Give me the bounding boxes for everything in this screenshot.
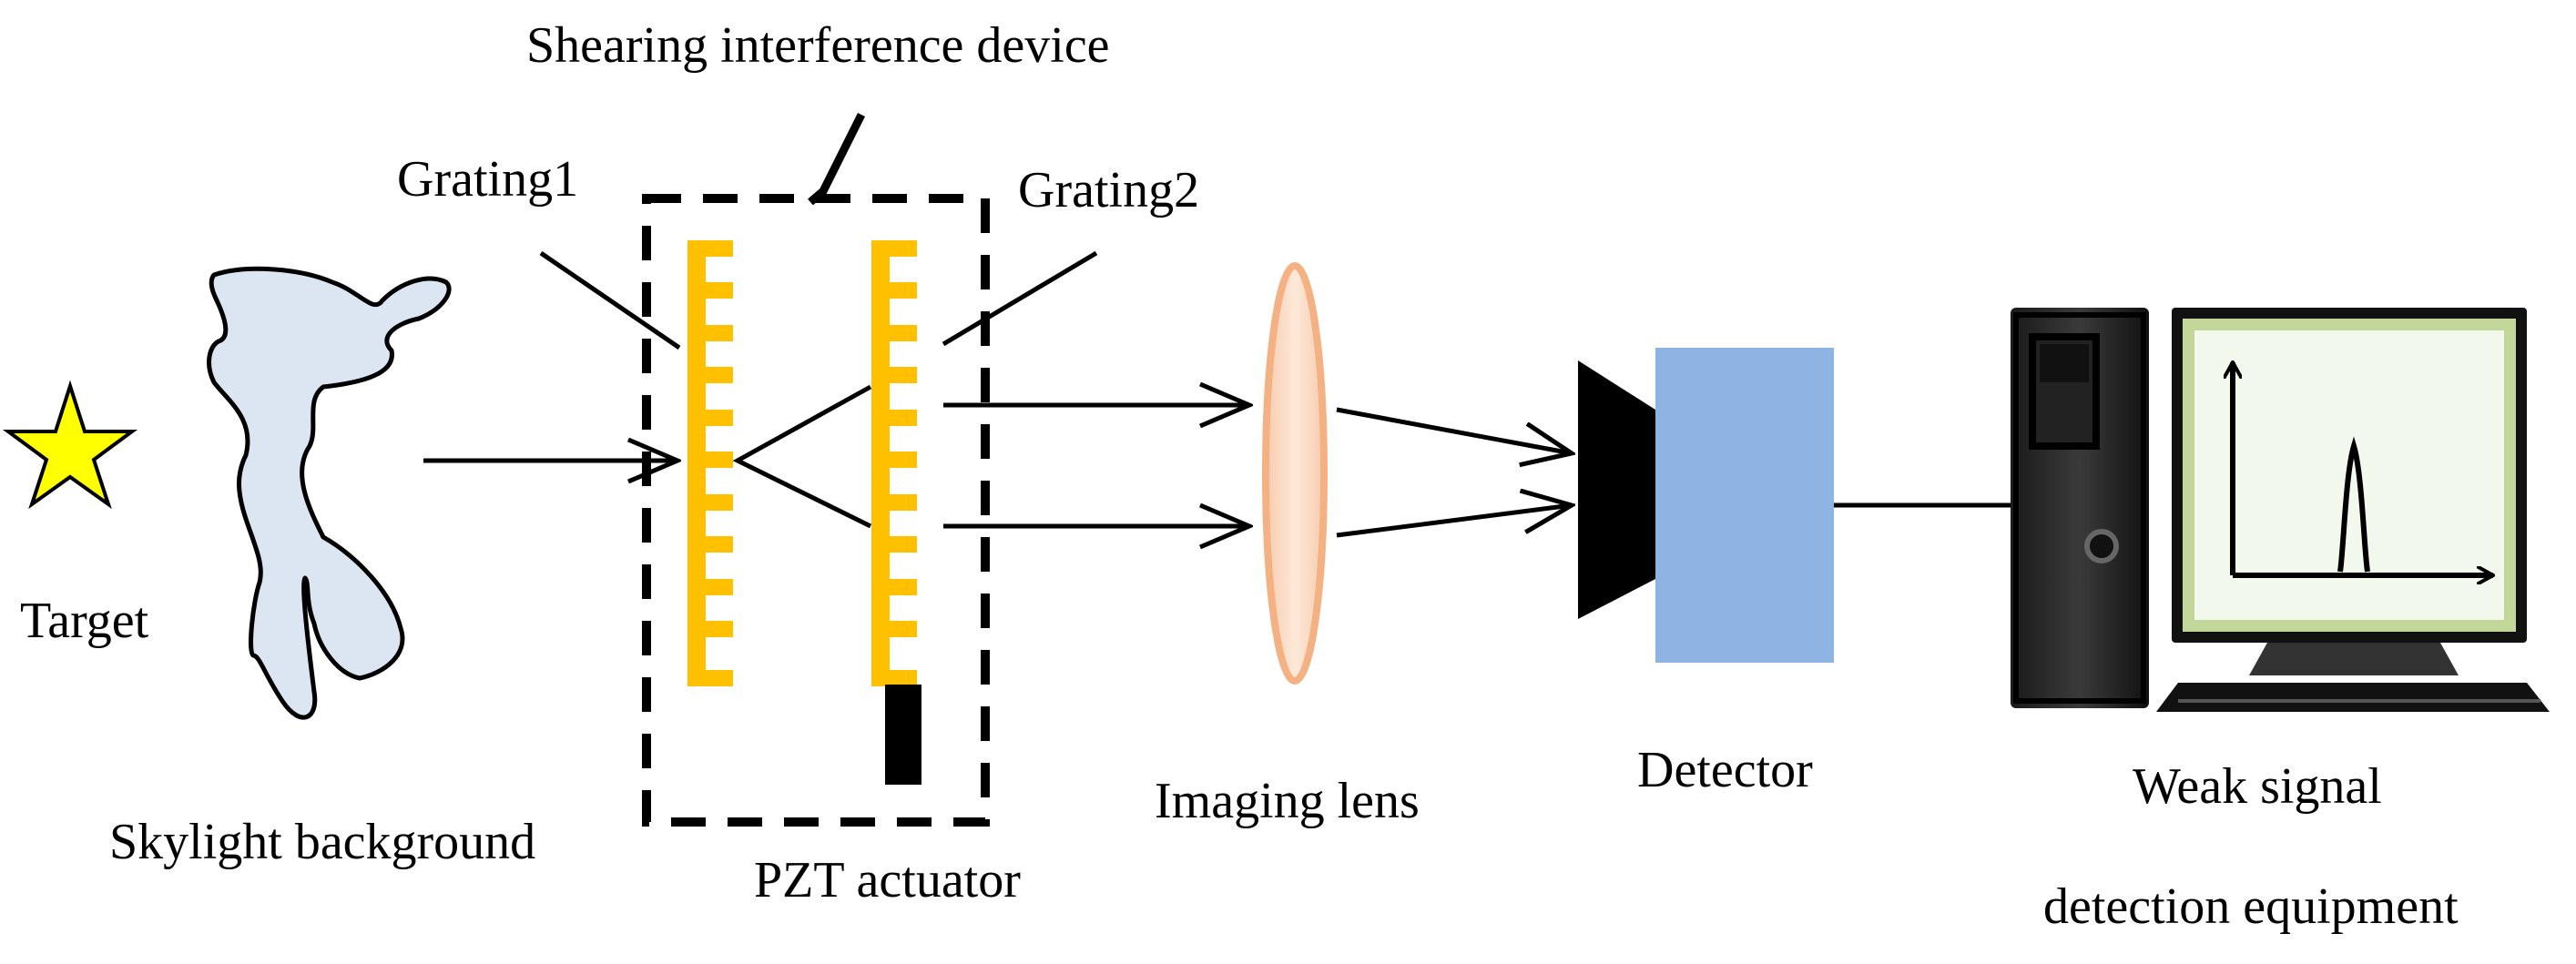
skylight-background-label: Skylight background bbox=[109, 814, 535, 870]
grating2-label: Grating2 bbox=[1018, 162, 1199, 218]
lower-ray-to-detector bbox=[1336, 505, 1572, 538]
monitor-signal-plot bbox=[2233, 362, 2493, 575]
grating1-label: Grating1 bbox=[397, 151, 578, 208]
shearing-device-label: Shearing interference device bbox=[526, 17, 1110, 74]
monitor-icon bbox=[2156, 308, 2550, 712]
split-rays bbox=[732, 384, 872, 529]
computer-tower-icon bbox=[2011, 308, 2149, 708]
imaging-lens bbox=[1262, 262, 1328, 685]
weak-signal-label-line2: detection equipment bbox=[2043, 878, 2459, 935]
grating2-pointer bbox=[942, 250, 1098, 347]
skylight-background-shape bbox=[207, 266, 452, 720]
pzt-actuator-label: PZT actuator bbox=[754, 852, 1021, 908]
target-star-icon bbox=[2, 380, 138, 510]
target-label: Target bbox=[20, 593, 149, 649]
grating1-pointer bbox=[539, 250, 681, 350]
detector-icon bbox=[1578, 348, 1834, 663]
pzt-actuator-block bbox=[885, 685, 921, 785]
weak-signal-label-line1: Weak signal bbox=[2133, 758, 2382, 815]
detector-label: Detector bbox=[1637, 742, 1813, 798]
grating1 bbox=[687, 240, 733, 686]
upper-ray-to-detector bbox=[1336, 407, 1572, 453]
imaging-lens-label: Imaging lens bbox=[1155, 773, 1420, 829]
shearing-device-pointer bbox=[808, 112, 866, 206]
grating2 bbox=[871, 240, 917, 686]
